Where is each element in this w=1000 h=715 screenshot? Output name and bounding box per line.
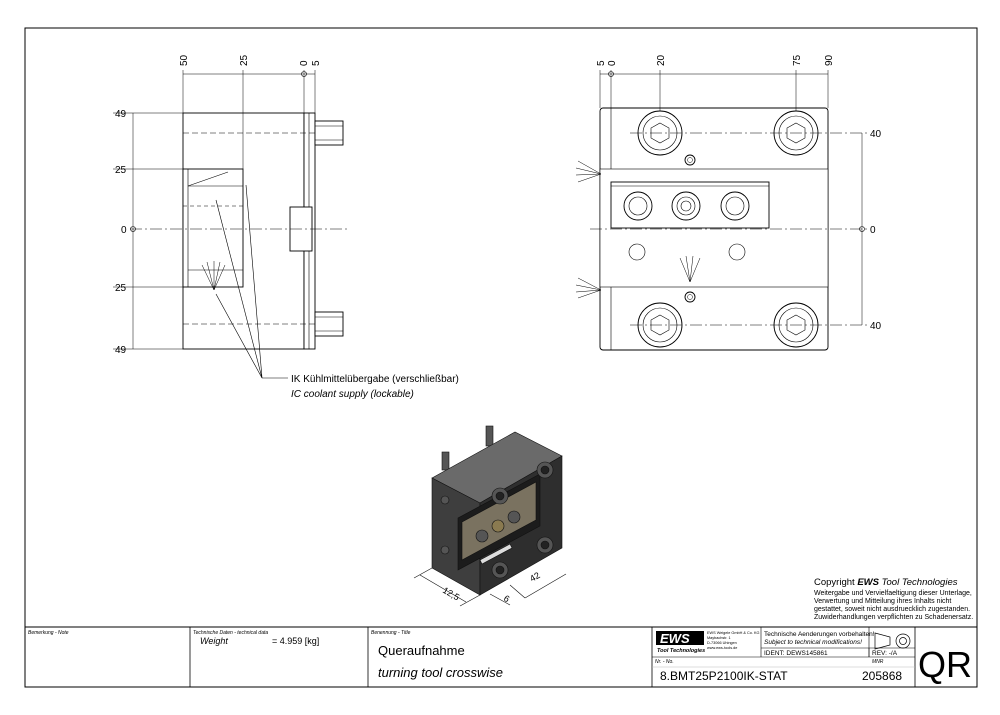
iso-dim-42: 42 bbox=[528, 570, 542, 584]
copyright-prefix: Copyright bbox=[814, 577, 857, 588]
tech-data-label: Technische Daten - technical data bbox=[193, 630, 268, 636]
copyright-block: Copyright EWS Tool Technologies Weiterga… bbox=[814, 577, 973, 621]
right-view bbox=[575, 70, 868, 351]
note-label: Bemerkung - Note bbox=[28, 630, 69, 636]
logo-sub: Tool Technologies bbox=[657, 648, 705, 654]
part-number: 8.BMT25P2100IK-STAT bbox=[660, 669, 788, 683]
ident: IDENT: DEWS145861 bbox=[764, 650, 828, 657]
company-line-4: www.ews-tools.de bbox=[707, 646, 737, 650]
dim-right-5: 5 bbox=[596, 60, 607, 66]
dim-right-75: 75 bbox=[792, 54, 803, 66]
dim-side-25-bottom: 25 bbox=[115, 283, 127, 294]
right-view-top-dims: 5 0 20 75 90 bbox=[596, 54, 835, 66]
left-view-side-dims: 49 25 0 25 49 bbox=[115, 109, 127, 356]
title-de: Queraufnahme bbox=[378, 643, 465, 658]
dim-side-0: 0 bbox=[121, 225, 127, 236]
callout-en: IC coolant supply (lockable) bbox=[291, 389, 414, 400]
dim-right-0: 0 bbox=[607, 60, 618, 66]
weight-value: = 4.959 [kg] bbox=[272, 636, 319, 646]
nr-label: Nr. - No. bbox=[655, 659, 674, 665]
dim-left-0: 0 bbox=[299, 60, 310, 66]
left-view-top-dims: 50 25 0 5 bbox=[179, 54, 322, 66]
dim-left-25: 25 bbox=[239, 54, 250, 66]
company-line-2: Maybachstr. 1 bbox=[707, 636, 731, 640]
company-line-3: D-73066 Uhingen bbox=[707, 641, 737, 645]
copyright-line-2: Verwertung und Mitteilung ihres Inhalts … bbox=[814, 598, 951, 605]
mnr-value: 205868 bbox=[862, 669, 902, 683]
mnr-label: MNR bbox=[872, 659, 884, 665]
notice-de: Technische Aenderungen vorbehalten! bbox=[764, 631, 875, 638]
dim-left-5: 5 bbox=[311, 60, 322, 66]
company-line-1: EWS Weigele GmbH & Co. KG bbox=[707, 631, 760, 635]
logo-text: EWS bbox=[660, 631, 690, 646]
title-en: turning tool crosswise bbox=[378, 665, 503, 680]
right-view-side-dims: 40 0 40 bbox=[870, 129, 882, 332]
isometric-view bbox=[413, 425, 567, 607]
callout-de: IK Kühlmittelübergabe (verschließbar) bbox=[291, 374, 459, 385]
weight-label: Weight bbox=[200, 636, 228, 646]
dim-left-50: 50 bbox=[179, 54, 190, 66]
ews-logo: EWS Tool Technologies bbox=[656, 631, 705, 654]
iso-dim-6: 6 bbox=[502, 593, 511, 604]
dim-right-90: 90 bbox=[824, 54, 835, 66]
copyright-line-4: Zuwiderhandlungen verpflichten zu Schade… bbox=[814, 614, 973, 621]
dim-right-0-side: 0 bbox=[870, 225, 876, 236]
drawing-border bbox=[24, 27, 978, 688]
dim-side-49-top: 49 bbox=[115, 109, 127, 120]
dim-right-40-top: 40 bbox=[870, 129, 882, 140]
revision: REV: -/A bbox=[872, 650, 898, 657]
qr-mark: QR bbox=[918, 644, 972, 685]
dim-right-40-bottom: 40 bbox=[870, 321, 882, 332]
notice-en: Subject to technical modifications! bbox=[764, 639, 862, 646]
iso-dim-12-5: 12,5 bbox=[441, 585, 461, 602]
dim-right-20: 20 bbox=[656, 54, 667, 66]
dim-side-49-bottom: 49 bbox=[115, 345, 127, 356]
dim-side-25-top: 25 bbox=[115, 165, 127, 176]
svg-text:Copyright EWS Tool Technologie: Copyright EWS Tool Technologies bbox=[814, 577, 958, 588]
copyright-line-1: Weitergabe und Vervielfaeltigung dieser … bbox=[814, 590, 972, 597]
left-view bbox=[113, 70, 350, 379]
copyright-suffix: Tool Technologies bbox=[879, 577, 958, 588]
title-label: Benennung - Title bbox=[371, 630, 411, 636]
copyright-line-3: gestattet, soweit nicht ausdruecklich zu… bbox=[814, 606, 970, 613]
title-block bbox=[25, 626, 977, 687]
copyright-brand: EWS bbox=[857, 577, 879, 588]
